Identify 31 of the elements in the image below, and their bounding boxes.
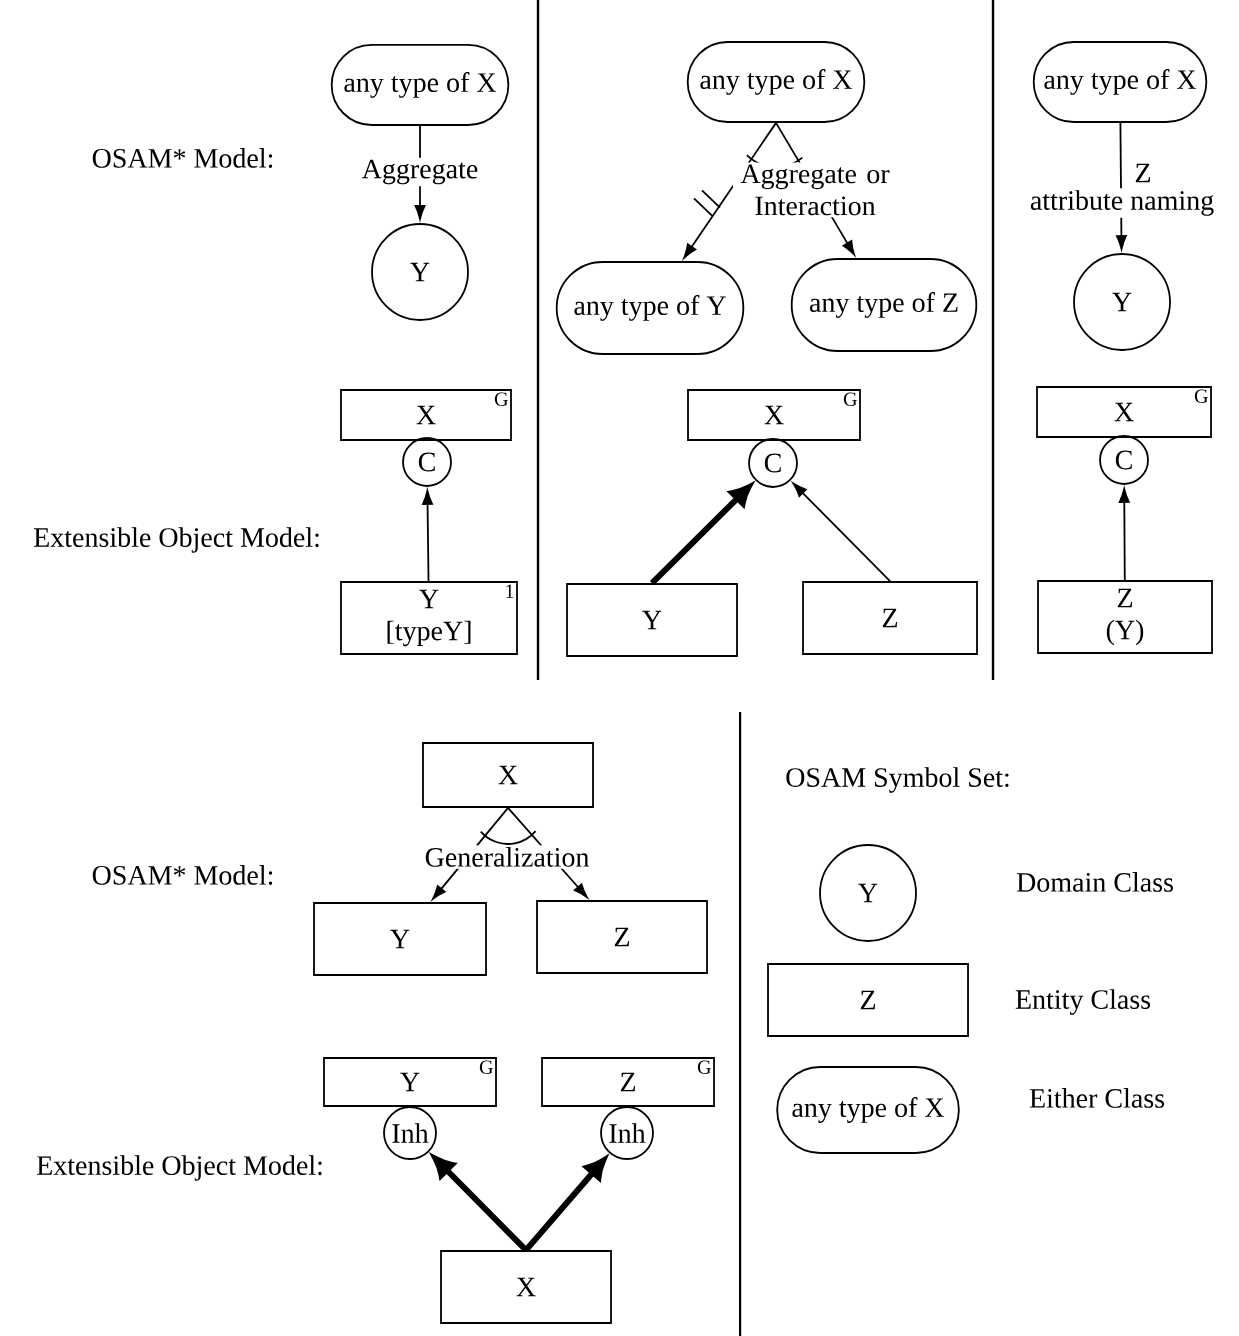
edge-label: Generalization bbox=[422, 845, 592, 869]
class-box: Y bbox=[313, 902, 487, 976]
symbol-caption: Entity Class bbox=[1015, 989, 1151, 1015]
section-label: Extensible Object Model: bbox=[33, 527, 319, 553]
class-box: Y [typeY] 1 bbox=[340, 581, 518, 655]
class-box: X bbox=[440, 1250, 612, 1324]
edge-label: Aggregate or Interaction bbox=[733, 162, 897, 218]
edge-label: Aggregate bbox=[359, 157, 481, 187]
class-box: X G bbox=[1036, 386, 1212, 438]
class-box: Z bbox=[767, 963, 969, 1037]
class-box: X G bbox=[340, 389, 512, 441]
arrow bbox=[1118, 488, 1130, 581]
class-box: Z bbox=[536, 900, 708, 974]
class-box: X bbox=[422, 742, 594, 808]
class-box: Z (Y) bbox=[1037, 580, 1213, 654]
class-box: Y G bbox=[323, 1057, 497, 1107]
class-box: Y bbox=[566, 583, 738, 657]
section-label: Extensible Object Model: bbox=[36, 1155, 322, 1181]
edge-label: attribute naming bbox=[1027, 188, 1217, 218]
section-label: OSAM* Model: bbox=[92, 865, 273, 885]
class-box: X G bbox=[687, 389, 861, 441]
arrow bbox=[683, 121, 777, 259]
section-label: OSAM Symbol Set: bbox=[786, 767, 1009, 793]
symbol-caption: Domain Class bbox=[1016, 872, 1173, 892]
section-label: Z bbox=[1135, 163, 1151, 183]
class-box: Z bbox=[802, 581, 978, 655]
arrow bbox=[792, 482, 891, 582]
symbol-caption: Either Class bbox=[1029, 1088, 1165, 1108]
section-label: OSAM* Model: bbox=[92, 148, 273, 168]
arrow bbox=[422, 490, 433, 582]
class-box: Z G bbox=[541, 1057, 715, 1107]
